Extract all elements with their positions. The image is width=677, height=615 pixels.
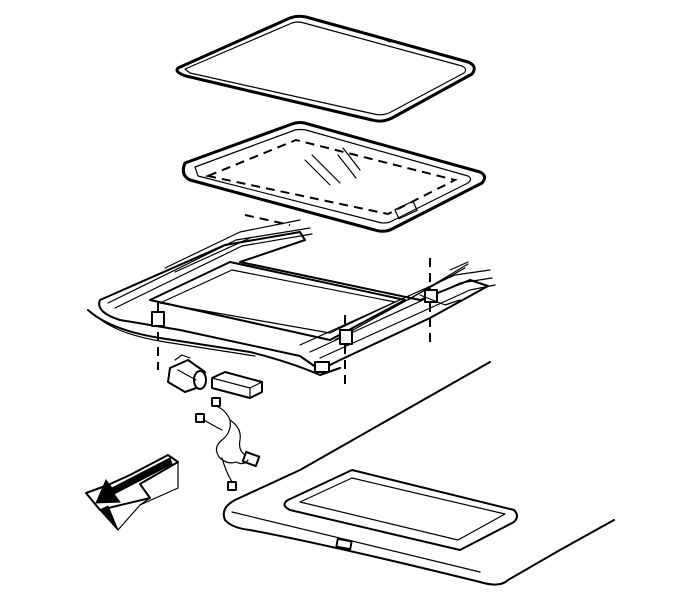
front-direction-arrow xyxy=(85,454,179,531)
sunroof-wiring-harness xyxy=(195,397,261,491)
sunroof-motor xyxy=(167,354,207,393)
sunroof-module xyxy=(211,371,263,399)
sunroof-frame-assembly xyxy=(87,214,496,390)
sunroof-glass-panel xyxy=(181,121,487,233)
sunroof-weatherstrip-seal xyxy=(175,14,476,123)
headliner xyxy=(222,361,615,586)
